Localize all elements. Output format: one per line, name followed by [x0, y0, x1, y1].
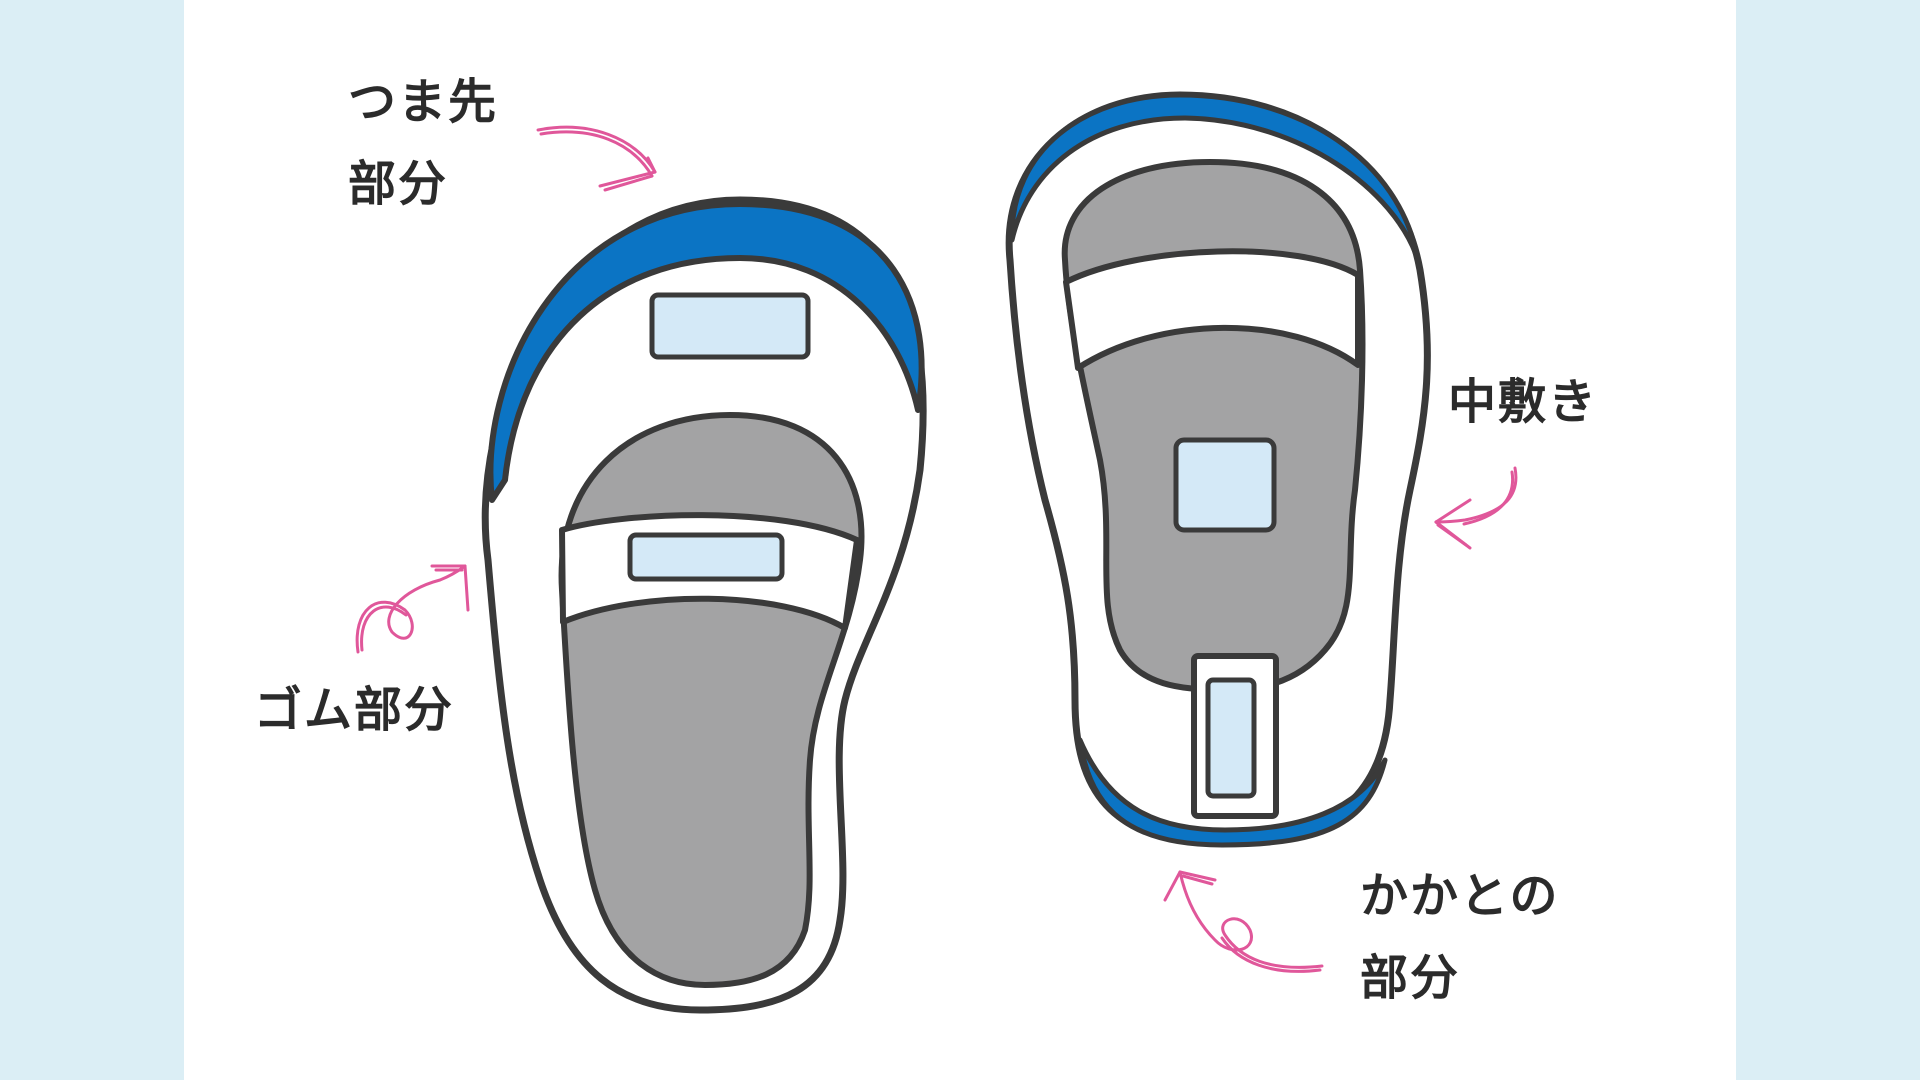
- label-heel-line1: かかとの: [1360, 868, 1560, 924]
- label-toe-line1: つま先: [348, 74, 498, 130]
- insole-name-tag: [1173, 437, 1277, 533]
- pointer-arrows: [355, 125, 1518, 973]
- label-insole: 中敷き: [1448, 374, 1598, 430]
- rubber-arrow: [355, 564, 470, 654]
- band-name-tag: [627, 532, 785, 582]
- labels: つま先 部分 ゴム部分 中敷き かかとの 部分: [254, 74, 1598, 1006]
- heel-name-tag: [1205, 677, 1257, 799]
- heel-rim-blue: [1077, 737, 1388, 848]
- left-shoe-top-view: [481, 196, 927, 1014]
- label-rubber: ゴム部分: [254, 682, 454, 738]
- top-rim-blue: [1009, 92, 1421, 263]
- toe-cap-blue: [487, 201, 925, 503]
- white-panel: [184, 0, 1736, 1080]
- right-shoe-rear-view: [1005, 91, 1431, 848]
- insole-arrow: [1434, 466, 1518, 550]
- toe-name-tag: [649, 292, 811, 360]
- toe-arrow: [536, 125, 657, 192]
- heel-arrow: [1163, 870, 1324, 973]
- label-toe-line2: 部分: [348, 156, 448, 212]
- right-inner-sole: [1061, 159, 1366, 693]
- inner-band: [1063, 248, 1361, 371]
- label-heel-line2: 部分: [1360, 950, 1460, 1006]
